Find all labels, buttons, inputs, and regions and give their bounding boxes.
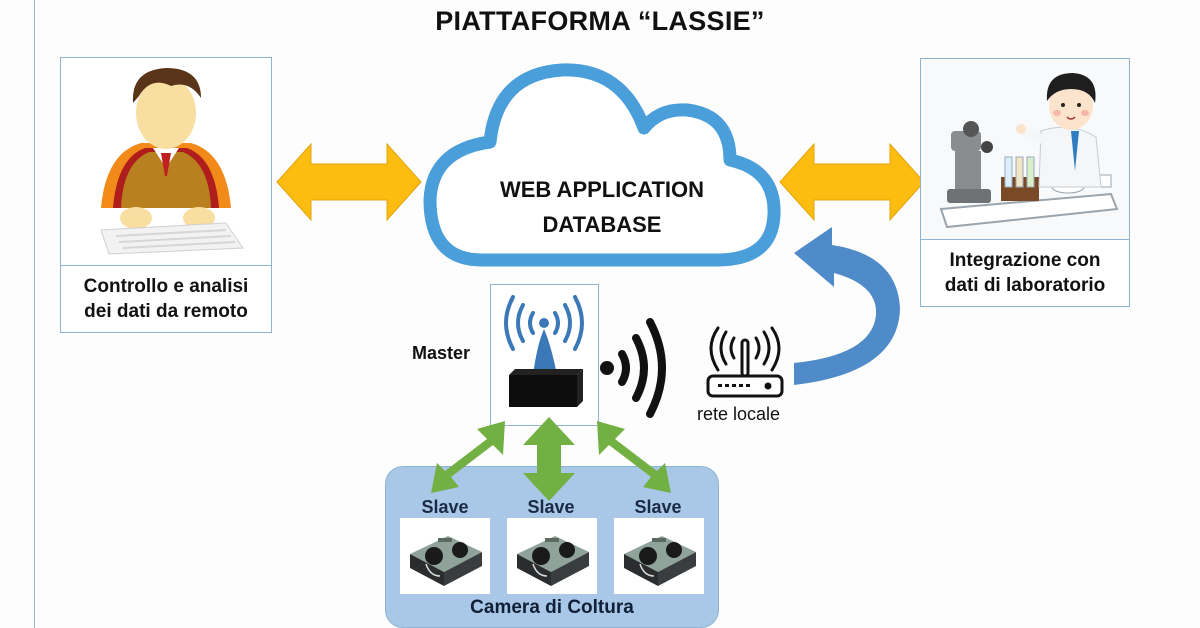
cloud-label-line1: WEB APPLICATION <box>499 177 705 202</box>
lab-data-caption-line1: Integrazione con <box>949 250 1101 271</box>
bidirectional-arrow-left <box>276 142 422 222</box>
slave-label-1: Slave <box>421 497 469 517</box>
pump-board-icon <box>517 536 589 586</box>
remote-user-panel <box>60 57 272 266</box>
culture-chamber-label: Camera di Coltura <box>470 597 634 618</box>
wifi-signal-icon <box>600 318 666 418</box>
pump-board-icon <box>410 536 482 586</box>
cloud-icon <box>423 63 781 267</box>
wireless-antenna-device-icon <box>504 295 584 407</box>
slave-device-1 <box>400 518 490 594</box>
slave-label-2: Slave <box>527 497 575 517</box>
curved-upload-arrow <box>794 227 900 385</box>
user-at-keyboard-icon <box>100 68 244 255</box>
green-arrow-left <box>431 421 505 493</box>
master-label: Master <box>412 343 471 363</box>
cloud-label: WEB APPLICATION DATABASE <box>432 172 772 242</box>
green-arrows <box>431 417 671 501</box>
remote-user-caption-line1: Controllo e analisi <box>83 276 249 297</box>
bidirectional-arrow-right <box>779 142 925 222</box>
master-device-panel <box>490 284 599 426</box>
router-icon <box>706 326 784 398</box>
lab-data-caption-line2: dati di laboratorio <box>944 275 1106 296</box>
green-arrow-center <box>523 417 575 501</box>
lab-data-caption: Integrazione con dati di laboratorio <box>920 239 1130 307</box>
remote-user-caption-line2: dei dati da remoto <box>84 301 248 322</box>
slave-label-3: Slave <box>634 497 682 517</box>
lab-data-panel <box>920 58 1130 240</box>
router-label: rete locale <box>697 404 781 424</box>
slave-device-3 <box>614 518 704 594</box>
slave-device-2 <box>507 518 597 594</box>
cloud-label-line2: DATABASE <box>542 212 662 237</box>
lab-scientist-microscope-icon <box>939 73 1119 229</box>
pump-board-icon <box>624 536 696 586</box>
green-arrow-right <box>597 421 671 493</box>
remote-user-caption: Controllo e analisi dei dati da remoto <box>60 265 272 333</box>
diagram-title: PIATTAFORMA “LASSIE” <box>435 6 765 36</box>
left-margin-line <box>34 0 35 628</box>
